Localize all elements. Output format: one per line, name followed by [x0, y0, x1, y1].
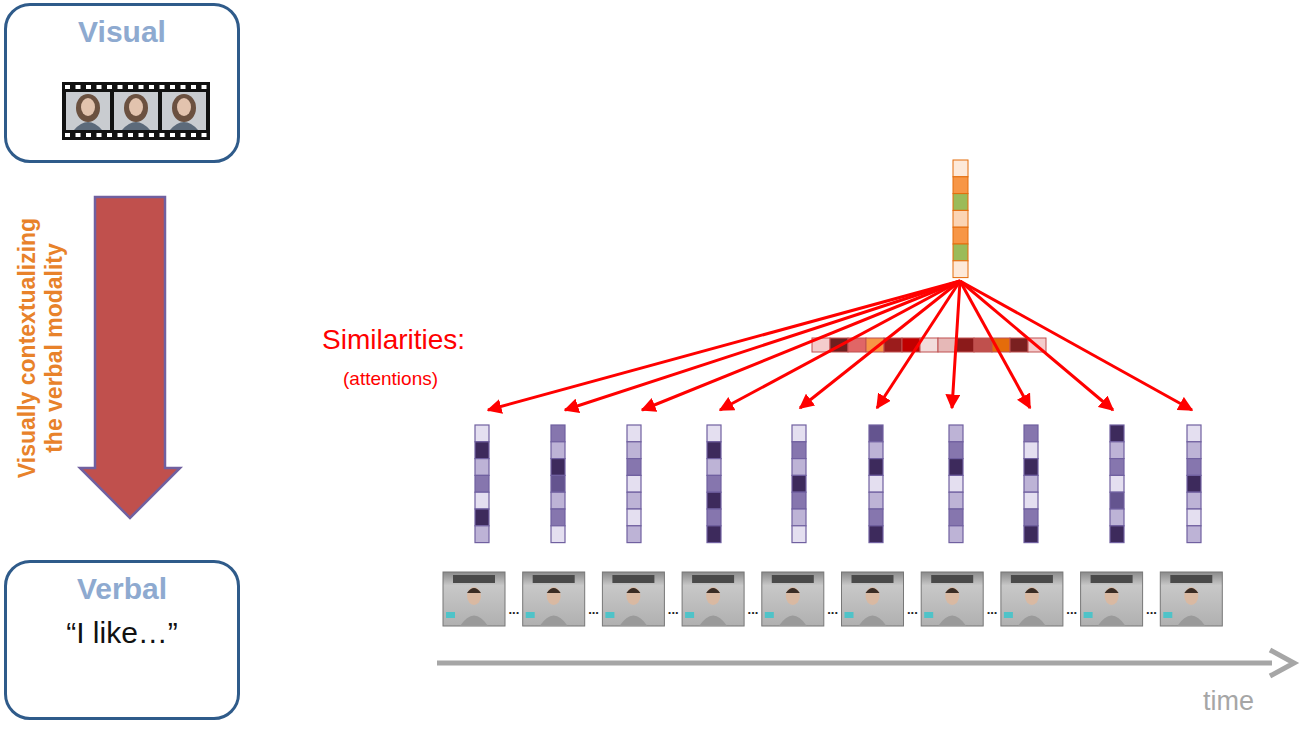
film-frame	[162, 92, 206, 130]
box-heading: Visual	[7, 6, 237, 50]
video-frame	[602, 572, 664, 626]
sprocket-hole	[181, 85, 186, 89]
face	[129, 98, 143, 116]
box-text: “I like…”	[7, 615, 237, 651]
shoulders	[74, 122, 102, 130]
edge-label: Visually contextualizing the verbal moda…	[13, 205, 67, 490]
sprocket-hole	[86, 133, 91, 137]
feature-vector	[1110, 425, 1124, 543]
sprocket-hole	[118, 133, 123, 137]
feature-vector	[551, 425, 565, 543]
ellipsis: ...	[588, 602, 599, 617]
video-frame	[523, 572, 585, 626]
query-vector	[953, 160, 968, 278]
block-arrow	[80, 197, 180, 518]
sprocket-hole	[107, 85, 112, 89]
video-frame	[762, 572, 824, 626]
time-arrow	[437, 650, 1294, 676]
sprocket-hole	[191, 85, 196, 89]
sprocket-hole	[160, 85, 165, 89]
sprocket-hole	[170, 85, 175, 89]
sprocket-hole	[202, 85, 207, 89]
attention-arrow	[720, 281, 960, 410]
attention-arrow	[800, 281, 960, 408]
sprocket-hole	[76, 85, 81, 89]
sprocket-hole	[139, 85, 144, 89]
sprocket-hole	[97, 85, 102, 89]
sprocket-hole	[128, 133, 133, 137]
ellipsis: ...	[827, 602, 838, 617]
face	[81, 98, 95, 116]
feature-vector	[707, 425, 721, 543]
similarities-label: Similarities:	[322, 324, 465, 356]
sprocket-hole	[107, 133, 112, 137]
sprocket-hole	[128, 85, 133, 89]
time-label: time	[1203, 686, 1254, 717]
attention-arrow	[877, 281, 960, 408]
hair	[76, 94, 100, 122]
ellipsis: ...	[987, 602, 998, 617]
feature-vector	[475, 425, 489, 543]
attention-arrow	[488, 281, 960, 410]
video-frame	[682, 572, 744, 626]
face	[177, 98, 191, 116]
attention-arrow	[642, 281, 960, 410]
hair	[172, 94, 196, 122]
film-strip	[62, 82, 210, 140]
sprocket-hole	[118, 85, 123, 89]
shoulders	[122, 122, 150, 130]
ellipsis: ...	[508, 602, 519, 617]
feature-vector	[1187, 425, 1201, 543]
attention-arrow	[960, 281, 1192, 410]
attention-arrow	[952, 281, 960, 408]
ellipsis: ...	[1146, 602, 1157, 617]
ellipsis: ...	[907, 602, 918, 617]
modality-box: Verbal “I like…”	[4, 560, 240, 720]
feature-vector	[949, 425, 963, 543]
video-frame	[842, 572, 904, 626]
feature-vector	[869, 425, 883, 543]
ellipsis: ...	[748, 602, 759, 617]
sprocket-hole	[76, 133, 81, 137]
sprocket-hole	[65, 85, 70, 89]
hair	[124, 94, 148, 122]
sprocket-hole	[65, 133, 70, 137]
sprocket-hole	[191, 133, 196, 137]
sprocket-hole	[149, 85, 154, 89]
film-frame	[66, 92, 110, 130]
video-frame	[1001, 572, 1063, 626]
film-frame	[114, 92, 158, 130]
video-frame	[921, 572, 983, 626]
sprocket-hole	[149, 133, 154, 137]
attentions-label: (attentions)	[343, 368, 438, 390]
feature-vector	[792, 425, 806, 543]
modality-box: Visual	[4, 3, 240, 163]
sprocket-hole	[97, 133, 102, 137]
attention-arrow	[960, 281, 1113, 410]
box-heading: Verbal	[7, 563, 237, 607]
attention-arrow	[565, 281, 960, 410]
sprocket-hole	[160, 133, 165, 137]
sprocket-hole	[139, 133, 144, 137]
ellipsis: ...	[1066, 602, 1077, 617]
feature-vector	[1024, 425, 1038, 543]
feature-vector	[627, 425, 641, 543]
shoulders	[170, 122, 198, 130]
sprocket-hole	[170, 133, 175, 137]
video-frame	[1081, 572, 1143, 626]
ellipsis: ...	[668, 602, 679, 617]
video-frame	[1160, 572, 1222, 626]
sprocket-hole	[86, 85, 91, 89]
video-frame	[443, 572, 505, 626]
sprocket-hole	[181, 133, 186, 137]
sprocket-hole	[202, 133, 207, 137]
